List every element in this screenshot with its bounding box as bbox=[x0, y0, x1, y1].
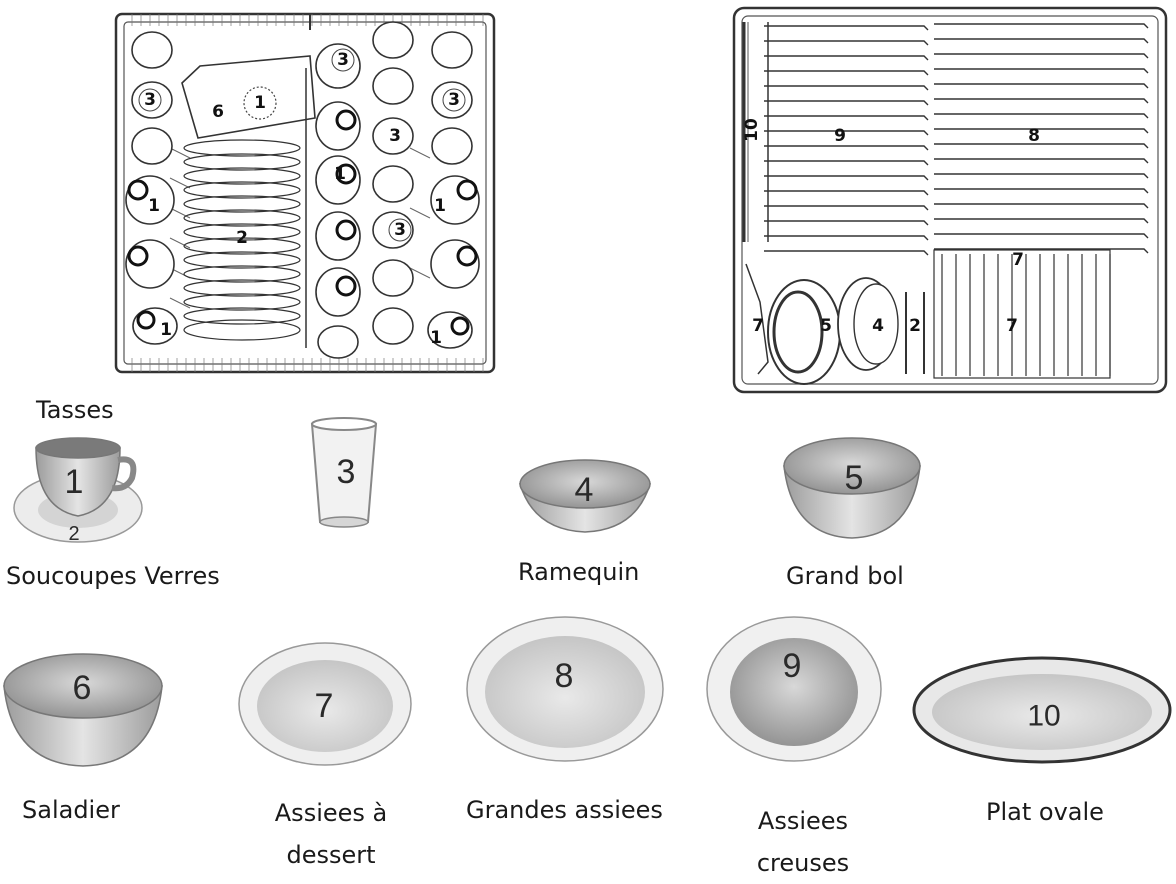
lower-rack-label: 7 bbox=[1012, 250, 1024, 270]
upper-rack-label: 1 bbox=[334, 164, 346, 184]
lower-rack-label: 9 bbox=[834, 126, 846, 146]
glass-icon: 3 bbox=[310, 417, 378, 528]
label-dessert-plates: Assiees à dessert bbox=[274, 799, 388, 869]
item-number: 1 bbox=[65, 463, 84, 501]
item-number: 6 bbox=[73, 669, 92, 707]
upper-rack-label: 3 bbox=[337, 50, 349, 70]
lower-rack-frame bbox=[732, 6, 1168, 394]
item-number: 8 bbox=[555, 657, 574, 695]
upper-rack-labels: 3 3 3 3 6 1 1 1 1 2 1 1 bbox=[138, 48, 466, 348]
lower-rack-label: 7 bbox=[1006, 316, 1018, 336]
lower-rack-label: 7 bbox=[752, 316, 764, 336]
item-number: 5 bbox=[845, 459, 864, 497]
dessert-plate-icon: 7 bbox=[238, 642, 412, 766]
lower-rack-labels: 10 9 8 7 7 5 4 2 7 bbox=[742, 118, 1040, 336]
label-cups: Tasses bbox=[36, 396, 114, 424]
upper-rack-label: 1 bbox=[430, 328, 442, 348]
label-salad-bowl: Saladier bbox=[22, 796, 120, 824]
lower-rack-label: 5 bbox=[820, 316, 832, 336]
dinner-plate-icon: 8 bbox=[466, 616, 664, 762]
label-ramekin: Ramequin bbox=[518, 558, 640, 586]
upper-rack-label: 6 bbox=[212, 102, 224, 122]
upper-rack-diagram: 3 3 3 3 6 1 1 1 1 2 1 1 bbox=[114, 12, 496, 374]
oval-platter-icon: 10 bbox=[912, 656, 1172, 764]
item-number: 4 bbox=[575, 471, 594, 509]
upper-rack-label: 2 bbox=[236, 228, 248, 248]
item-number: 9 bbox=[783, 647, 802, 685]
cup-saucer-icon: 1 2 bbox=[13, 437, 143, 545]
item-sub-number: 2 bbox=[68, 523, 79, 545]
upper-rack-label: 1 bbox=[160, 320, 172, 340]
label-dinner-plates: Grandes assiees bbox=[466, 796, 663, 824]
upper-rack-label: 3 bbox=[144, 90, 156, 110]
upper-rack-label: 1 bbox=[434, 196, 446, 216]
lower-rack-label: 4 bbox=[872, 316, 884, 336]
salad-bowl-icon: 6 bbox=[3, 653, 163, 767]
ramekin-icon: 4 bbox=[518, 459, 652, 533]
upper-rack-label: 1 bbox=[148, 196, 160, 216]
lower-rack-label: 8 bbox=[1028, 126, 1040, 146]
label-saucers-glasses: Soucoupes Verres bbox=[6, 562, 220, 590]
label-large-bowl: Grand bol bbox=[786, 562, 904, 590]
label-soup-plates: Assiees creuses bbox=[756, 807, 850, 877]
label-oval-platter: Plat ovale bbox=[986, 798, 1104, 826]
soup-plate-icon: 9 bbox=[706, 616, 882, 762]
large-bowl-icon: 5 bbox=[783, 437, 921, 539]
item-number: 10 bbox=[1027, 700, 1060, 733]
lower-rack-label: 2 bbox=[909, 316, 921, 336]
lower-rack-label: 10 bbox=[742, 118, 762, 142]
upper-rack-label: 3 bbox=[448, 90, 460, 110]
item-number: 7 bbox=[315, 687, 334, 725]
upper-rack-label: 1 bbox=[254, 93, 266, 113]
item-number: 3 bbox=[337, 453, 356, 491]
upper-rack-label: 3 bbox=[394, 220, 406, 240]
lower-rack-diagram: 10 9 8 7 7 5 4 2 7 bbox=[732, 6, 1168, 394]
